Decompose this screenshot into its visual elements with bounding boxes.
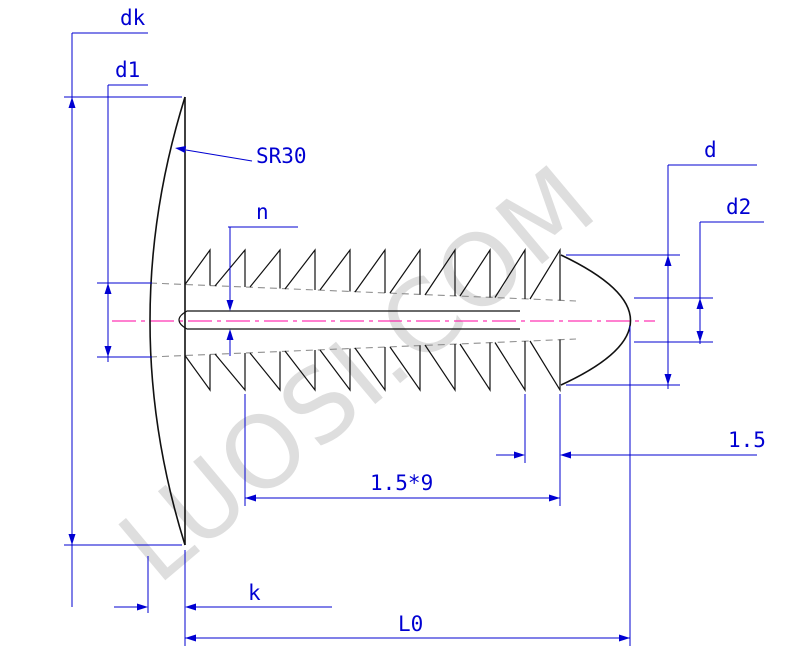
dim-pitch: 1.5: [496, 394, 766, 506]
leader-line: [185, 149, 253, 162]
dim-label-d2: d2: [726, 195, 751, 219]
arrowhead: [175, 146, 186, 153]
dim-label-dk: dk: [120, 6, 146, 30]
lower-barb-fins: [184, 339, 561, 393]
barb-fin: [494, 247, 526, 299]
arrowhead: [104, 346, 112, 357]
barb-fin: [284, 248, 316, 290]
dim-label-d1: d1: [115, 58, 140, 82]
arrowhead: [226, 300, 234, 311]
barb-fin: [184, 354, 211, 392]
arrowhead: [696, 331, 704, 342]
dim-pitch-total: 1.5*9: [244, 394, 560, 506]
barb-fin: [249, 248, 281, 289]
arrowhead: [245, 494, 256, 502]
leader-sr30: SR30: [175, 144, 307, 168]
arrowhead: [664, 374, 672, 385]
dim-l0: L0: [184, 326, 631, 646]
arrowhead: [226, 329, 234, 340]
arrowhead: [560, 451, 571, 459]
head-dome-outline: [149, 96, 186, 546]
arrowhead: [104, 283, 112, 294]
arrowhead: [137, 603, 148, 611]
dim-label-k: k: [248, 581, 261, 605]
barb-fin: [319, 348, 351, 392]
arrowhead: [696, 298, 704, 309]
dim-d2: d2: [634, 195, 764, 344]
dim-k: k: [114, 556, 332, 613]
barb-fin: [459, 342, 491, 393]
upper-barb-fins: [184, 247, 561, 301]
watermark-text: LUOSI.COM: [98, 142, 618, 605]
barb-fin: [424, 344, 456, 392]
barb-fin: [529, 247, 561, 301]
barb-fin: [214, 353, 246, 392]
dim-label-d: d: [704, 138, 717, 162]
barb-fin: [389, 248, 421, 295]
barb-fin: [494, 341, 526, 393]
arrowhead: [68, 534, 76, 545]
dim-n: n: [226, 200, 298, 356]
arrowhead: [619, 634, 630, 642]
rivet-head: [149, 96, 186, 546]
barb-fin: [184, 248, 211, 286]
barb-fin: [424, 248, 456, 296]
dim-label-sr30: SR30: [256, 144, 307, 168]
tip-dome-outline: [560, 254, 632, 386]
barb-fin: [284, 350, 316, 392]
dim-label-n: n: [256, 200, 269, 224]
barb-fin: [529, 339, 561, 393]
barb-fin: [249, 351, 281, 392]
barb-fin: [389, 345, 421, 392]
slot-outline: [178, 310, 520, 330]
barb-fin: [214, 248, 246, 287]
arrowhead: [664, 255, 672, 266]
arrowhead: [514, 451, 525, 459]
arrowhead: [185, 634, 196, 642]
barb-fin: [354, 248, 386, 293]
dim-label-l0: L0: [398, 612, 423, 636]
arrowhead: [68, 97, 76, 108]
barb-fin: [354, 347, 386, 392]
arrowhead: [549, 494, 560, 502]
dim-d1: d1: [97, 58, 152, 362]
dim-label-pitch: 1.5: [728, 428, 766, 452]
dim-d: d: [566, 138, 757, 389]
barb-fin: [459, 247, 491, 298]
arrowhead: [185, 603, 196, 611]
dim-dk: dk: [64, 6, 182, 607]
barb-fin: [319, 248, 351, 292]
dim-label-pitch-total: 1.5*9: [370, 471, 433, 495]
